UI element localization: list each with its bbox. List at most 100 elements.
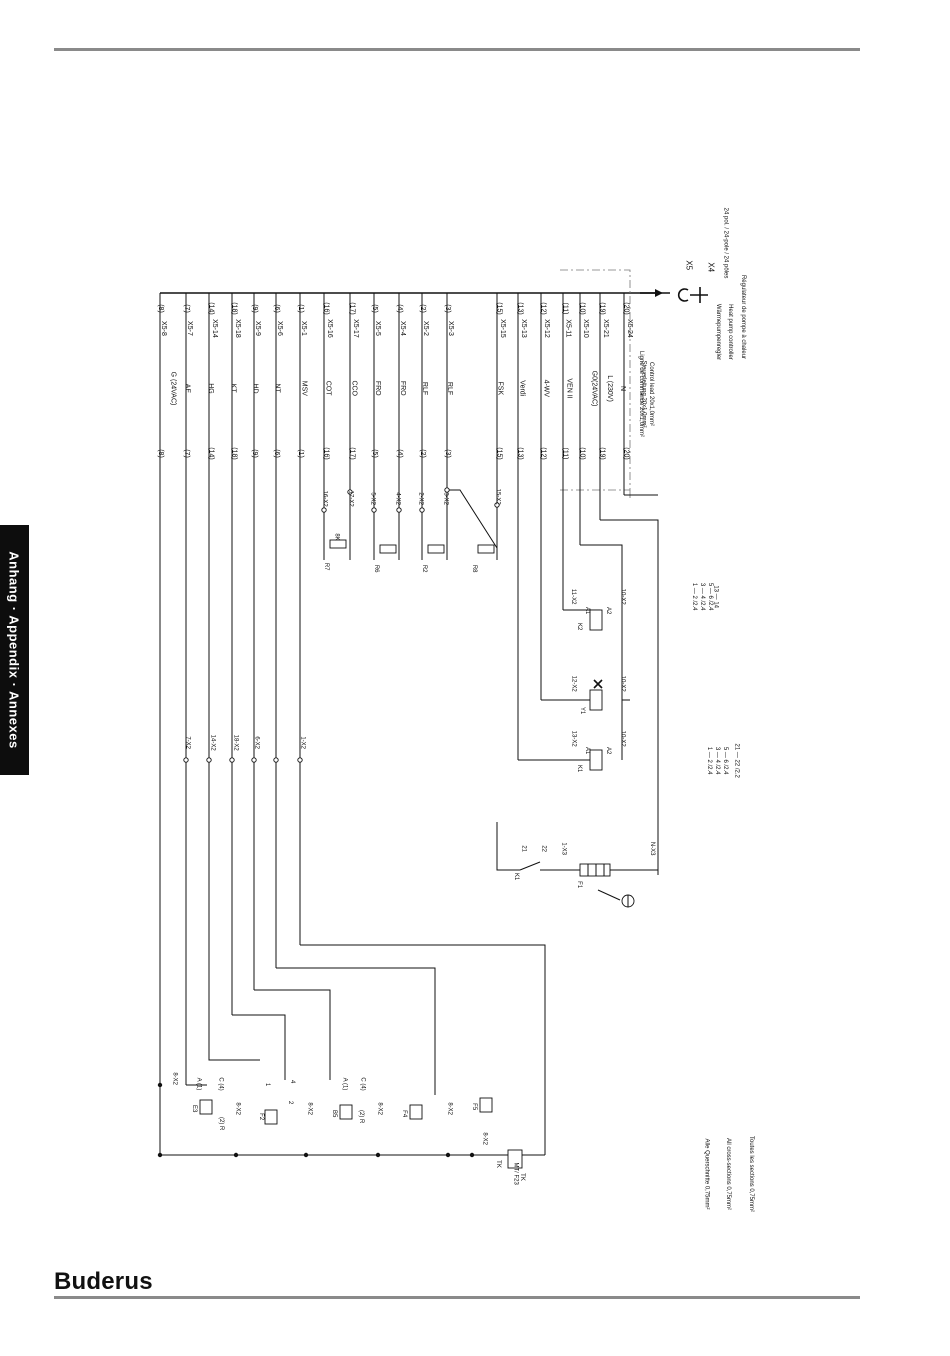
switch-b5-r: (2) R [358, 1110, 364, 1124]
k2-contact-4: 13 — 14 [713, 585, 719, 608]
valve-y1-bot: 10-X2 [619, 676, 625, 693]
cross-sections-fr: Toutes les sections 0,75mm² [748, 1136, 754, 1212]
switch-f4-term: 8-X2 [377, 1102, 383, 1115]
relay-k2-bot: 10-X2 [619, 589, 625, 606]
sensor-group: R7 8K R6 R2 R8 16-X2 17-X2 5-X2 4-X2 2-X… [321, 487, 500, 573]
relay-k1-top: 13-X2 [570, 731, 576, 748]
switch-f2-c2: 2 [287, 1101, 293, 1105]
sensor-r7-label: R7 [323, 563, 329, 571]
signal-pin-5: X5-9 [254, 321, 261, 336]
branch-terminals: 7-X2 14-X2 18-X2 6-X2 1-X2 [183, 735, 306, 763]
valve-y1-top: 12-X2 [570, 676, 576, 693]
sensor-r6-label: R6 [373, 565, 379, 573]
signal-pin-8: X5-16 [326, 319, 333, 338]
signal-pin-num-8: (16) [323, 302, 330, 314]
fuse-f1 [579, 863, 611, 877]
signal-name-12: RLF [421, 382, 428, 395]
branch-term-5: 1-X2 [300, 736, 306, 749]
signal-pin-num-20: (20) [623, 302, 630, 314]
sensor-term-2x2: 2-X2 [418, 492, 424, 505]
signal-pin-1: X5-8 [160, 321, 167, 336]
relay-k2-label: K2 [576, 623, 582, 631]
signal-pin-18: X5-10 [582, 319, 589, 338]
switch-f5 [479, 1097, 493, 1113]
signal-pin-num-9: (17) [349, 302, 356, 314]
valve-icon [593, 679, 603, 689]
branch-term-1: 7-X2 [185, 736, 191, 749]
signal-pin-6: X5-6 [276, 321, 283, 336]
sensor-term-4x2: 4-X2 [395, 492, 401, 505]
sensor-term-5x2: 5-X2 [370, 492, 376, 505]
signal-pin-13: X5-3 [447, 321, 454, 336]
controller-label-fr: Régulateur de pompe à chaleur [740, 275, 746, 359]
switch-b5-a: A (1) [341, 1078, 347, 1091]
signal-pin-19: X5-21 [602, 319, 609, 338]
switch-e3-r: (2) R [218, 1117, 224, 1131]
k1-switch-t2: N-X3 [649, 842, 655, 856]
wire-group [159, 293, 659, 1156]
k1-switch-c1: 21 [521, 845, 527, 852]
cross-sections-en: All cross-sections 0,75mm² [725, 1138, 731, 1210]
signal-name-8: COT [324, 381, 331, 397]
signal-pin-num-17: (11) [561, 303, 568, 315]
switch-e3-c: C (4) [218, 1077, 224, 1090]
signal-name-14: FSK [496, 382, 503, 396]
signal-name-4: KT [229, 384, 236, 394]
signal-name-19: L (230V) [606, 375, 613, 402]
bus-arrowhead [655, 289, 663, 297]
signal-name-13: RLF [446, 382, 453, 395]
sensor-term-16x2: 16-X2 [321, 491, 327, 508]
sensor-r7-value: 8K [334, 533, 340, 540]
k1-switch-t1: 1-X3 [561, 842, 567, 855]
relay-k1-a2: A2 [605, 747, 611, 755]
signal-num-19: (19) [599, 447, 606, 459]
x4-label: X4 [707, 262, 716, 272]
valve-y1-label: Y1 [579, 707, 585, 715]
signal-num-8: (16) [323, 447, 330, 459]
sensor-term-15x2: 15-X2 [494, 489, 500, 506]
signal-num-18: (10) [579, 447, 586, 459]
signal-pin-20: X5-24 [626, 319, 633, 338]
sensor-r7 [329, 539, 347, 549]
k1-switch-group: K1 21 22 1-X3 N-X3 F1 [513, 842, 655, 908]
switch-e3 [199, 1099, 213, 1115]
signal-pin-num-3: (14) [208, 302, 215, 314]
signal-pin-num-15: (13) [517, 302, 524, 314]
relay-k1-a1: A1 [584, 747, 590, 755]
signal-name-6: NT [274, 383, 281, 393]
signal-pin-12: X5-2 [422, 321, 429, 336]
signal-num-20: (20) [623, 447, 630, 459]
switch-b5-c: C (4) [360, 1077, 366, 1090]
switch-b5 [339, 1104, 353, 1120]
fuse-f1-label: F1 [576, 881, 582, 889]
relay-k2-a1: A1 [584, 607, 590, 615]
sensor-r2-label: R2 [421, 565, 427, 573]
k1-switch-c2: 22 [541, 845, 547, 852]
signal-pin-num-4: (18) [231, 302, 238, 314]
relay-k1 [589, 749, 603, 771]
k2-contact-table: 1 — 2 /2.4 3 — 4 /2.4 5 — 6 /2.4 13 — 14 [691, 583, 718, 611]
k1-contact-4: 21 — 22 /2.2 [734, 743, 740, 778]
signal-pin-2: X5-7 [186, 321, 193, 336]
signal-columns: (8)G (24VAC)X5-8(8)(7)AEX5-7(7)(14)HGX5-… [157, 302, 633, 459]
relay-k1-label: K1 [576, 765, 582, 773]
switch-tk-1: TK [495, 1160, 501, 1168]
signal-name-10: FRO [374, 381, 381, 396]
relay-k2 [589, 609, 603, 631]
switch-f2-term: 8-X2 [235, 1102, 241, 1115]
signal-num-17: (11) [561, 448, 568, 460]
signal-num-4: (18) [231, 447, 238, 459]
relay-k2-top: 11-X2 [570, 589, 576, 605]
signal-num-16: (12) [540, 447, 547, 459]
relay-k2-a2: A2 [605, 607, 611, 615]
k2-contact-3: 5 — 6 /2.4 [707, 583, 713, 611]
switch-e3-label: E3 [191, 1105, 197, 1113]
k1-contact-3: 5 — 6 /2.4 [722, 747, 728, 775]
signal-name-5: HD [252, 383, 259, 393]
signal-pin-7: X5-1 [300, 321, 307, 336]
signal-name-3: HG [207, 383, 214, 394]
x5-pins-label: 24 pol. / 24-pole / 24 pôles [722, 208, 728, 279]
switch-f2-c4: 4 [289, 1080, 295, 1084]
signal-name-9: CCO [351, 380, 358, 396]
sensor-term-17x2: 17-X2 [347, 491, 353, 508]
